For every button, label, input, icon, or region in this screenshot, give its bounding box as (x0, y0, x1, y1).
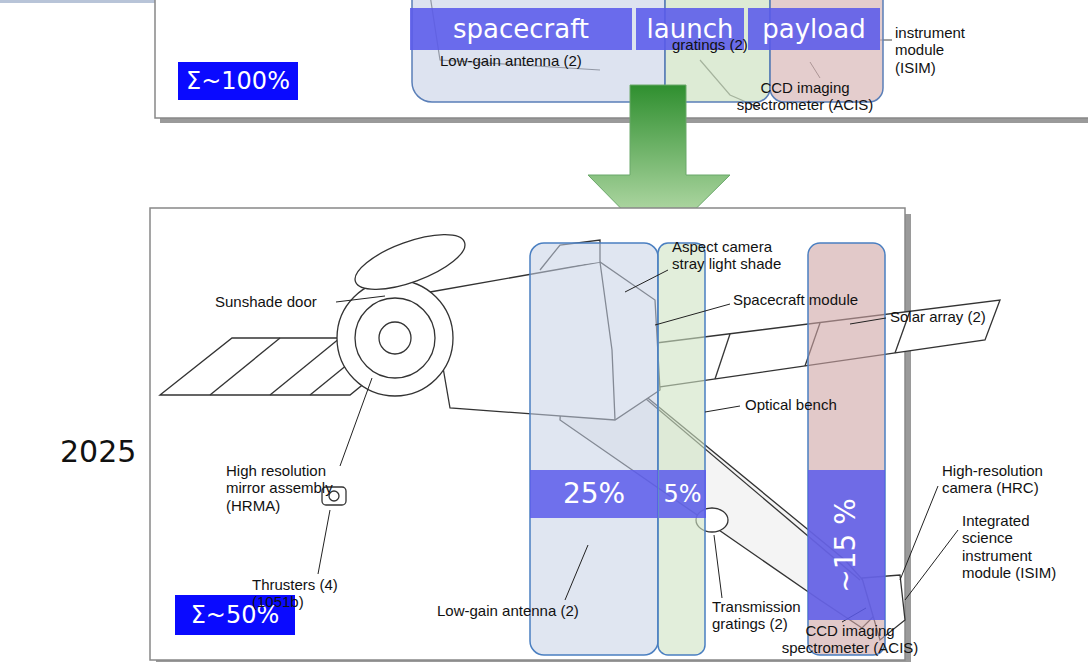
percent-box: ~15 % (808, 470, 885, 620)
part-label: Solar array (2) (890, 308, 1010, 325)
part-label: Spacecraft module (733, 291, 873, 308)
part-label: Integrated science instrument module (IS… (962, 512, 1057, 581)
part-label: High-resolution camera (HRC) (942, 462, 1067, 497)
part-label: Thrusters (4) (1051b) (252, 576, 342, 611)
category-box: payload (748, 8, 880, 50)
part-label: CCD imaging spectrometer (ACIS) (780, 622, 920, 657)
year-label: 2025 (60, 435, 150, 470)
part-label: gratings (2) (672, 36, 767, 53)
part-label: High resolution mirror assembly (HRMA) (226, 462, 351, 514)
part-label: Low-gain antenna (2) (437, 602, 607, 619)
node-text: ~15 % (831, 498, 862, 593)
category-box: spacecraft (410, 8, 632, 50)
node-text: 25% (563, 479, 625, 510)
part-label: Optical bench (745, 396, 855, 413)
percent-box: 5% (659, 470, 706, 518)
part-label: instrument module (ISIM) (895, 24, 987, 76)
node-text: spacecraft (453, 15, 589, 44)
node-text: payload (762, 15, 865, 44)
part-label: Low-gain antenna (2) (440, 52, 620, 69)
part-label: CCD imaging spectrometer (ACIS) (730, 79, 880, 114)
part-label: Aspect camera stray light shade (672, 238, 792, 273)
node-text: 5% (663, 481, 701, 507)
part-label: Sunshade door (215, 293, 340, 310)
node-text: Σ~100% (186, 68, 290, 94)
percent-box: 25% (530, 470, 658, 518)
sum-box: Σ~100% (178, 62, 298, 100)
part-label: Transmission gratings (2) (712, 598, 812, 633)
